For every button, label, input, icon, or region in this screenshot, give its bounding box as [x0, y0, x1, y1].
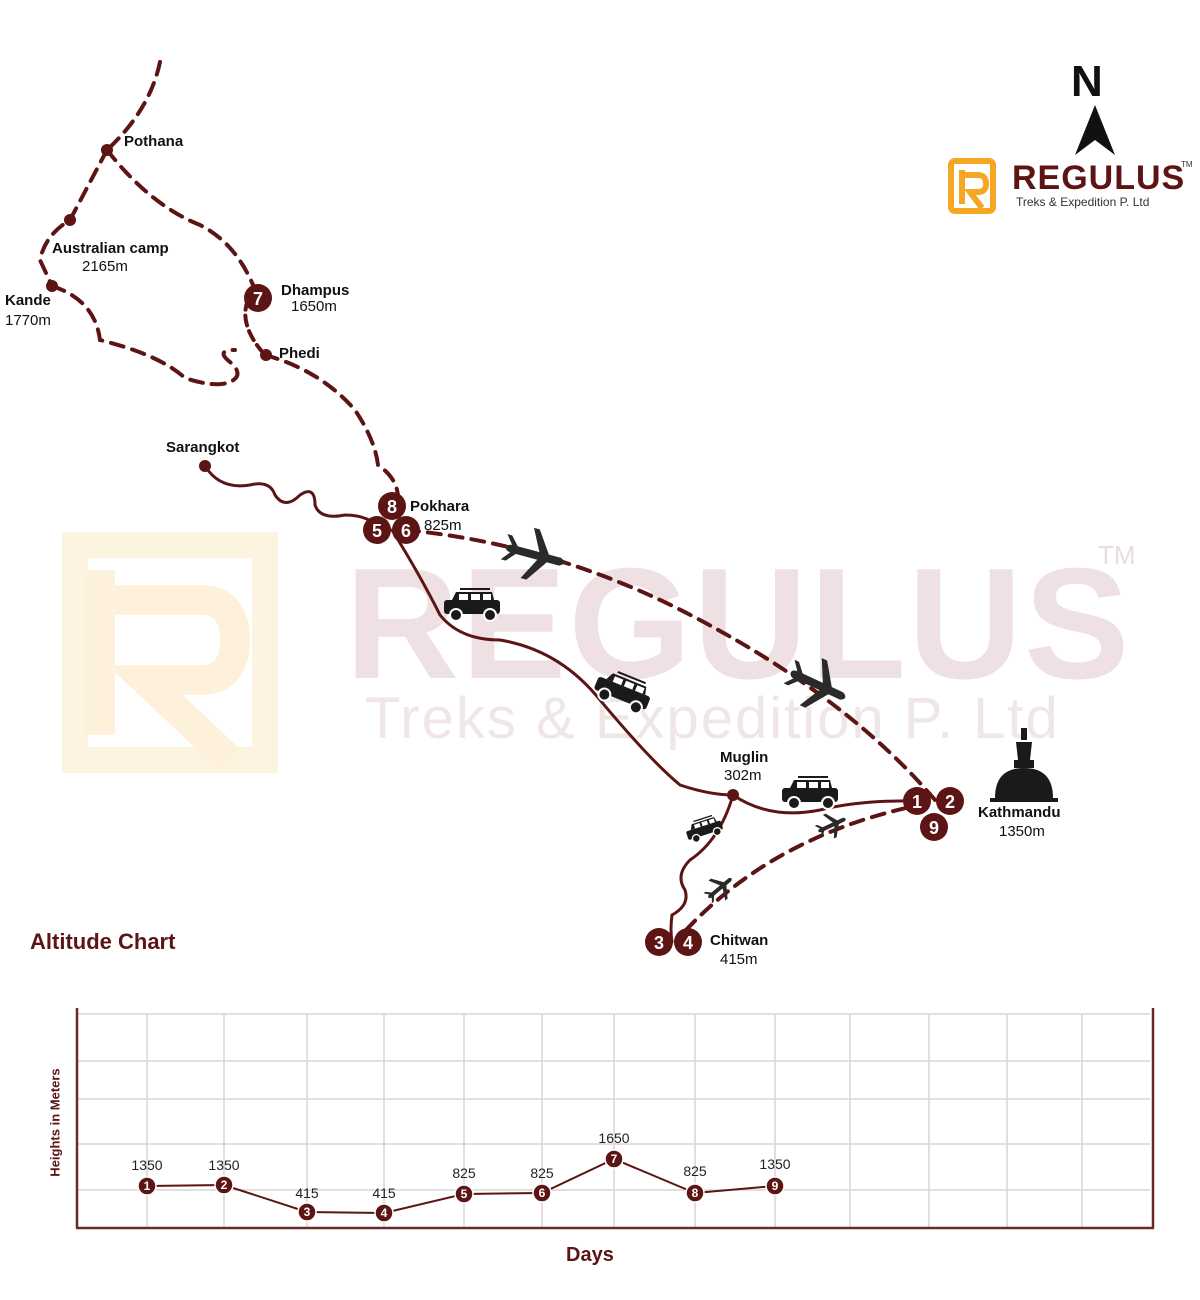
compass-north-label: N	[1071, 57, 1103, 106]
waypoint-kande	[46, 280, 58, 292]
chart-point-1: 1	[137, 1176, 157, 1196]
north-arrow-icon	[1075, 105, 1115, 155]
road-sarangkot-pokhara	[203, 464, 382, 532]
brand-logo-icon	[948, 158, 996, 214]
waypoint-muglin	[727, 789, 739, 801]
chart-value-label: 825	[530, 1165, 554, 1181]
waypoint-australian-camp	[64, 214, 76, 226]
chart-point-9: 9	[765, 1176, 785, 1196]
svg-text:4: 4	[683, 933, 693, 953]
day-marker-6: 6	[392, 516, 420, 544]
place-chitwan: Chitwan	[710, 932, 769, 949]
chart-value-label: 415	[372, 1185, 396, 1201]
day-marker-5: 5	[363, 516, 391, 544]
chart-value-label: 825	[452, 1165, 476, 1181]
place-muglin: Muglin	[720, 749, 769, 766]
brand-trademark: TM	[1181, 160, 1193, 169]
svg-text:9: 9	[929, 818, 939, 838]
altitude-chitwan: 415m	[720, 951, 758, 968]
chart-value-label: 1650	[598, 1130, 630, 1146]
road-muglin-chitwan	[669, 793, 735, 944]
watermark-subtitle: Treks & Expedition P. Ltd	[365, 686, 1060, 751]
trek-pothana-dhampus	[105, 148, 260, 300]
altitude-australian-camp: 2165m	[82, 258, 128, 275]
altitude-chart-title: Altitude Chart	[30, 929, 176, 954]
svg-text:1: 1	[912, 792, 922, 812]
brand-tagline: Treks & Expedition P. Ltd	[1016, 195, 1150, 209]
svg-text:2: 2	[221, 1178, 228, 1192]
chart-point-7: 7	[604, 1149, 624, 1169]
day-marker-2: 2	[936, 787, 964, 815]
watermark-trademark: TM	[1098, 540, 1136, 570]
road-pokhara-muglin	[390, 528, 735, 797]
place-phedi: Phedi	[279, 345, 320, 362]
svg-text:1: 1	[144, 1179, 151, 1193]
day-marker-1: 1	[903, 787, 931, 815]
svg-text:5: 5	[461, 1187, 468, 1201]
svg-text:9: 9	[772, 1179, 779, 1193]
trek-phedi-pokhara	[263, 353, 401, 505]
day-marker-8: 8	[378, 492, 406, 520]
place-kathmandu: Kathmandu	[978, 804, 1061, 821]
waypoint-pothana	[101, 144, 113, 156]
road-muglin-kathmandu	[731, 793, 919, 815]
altitude-kathmandu: 1350m	[999, 823, 1045, 840]
svg-text:7: 7	[253, 289, 263, 309]
waypoint-sarangkot	[199, 460, 211, 472]
chart-value-label: 825	[683, 1163, 707, 1179]
svg-text:4: 4	[381, 1206, 388, 1220]
place-australian-camp: Australian camp	[52, 240, 169, 257]
altitude-kande: 1770m	[5, 312, 51, 329]
chart-value-label: 1350	[208, 1157, 240, 1173]
day-marker-7: 7	[244, 284, 272, 312]
place-pothana: Pothana	[124, 133, 184, 150]
svg-text:8: 8	[692, 1186, 699, 1200]
chart-value-label: 415	[295, 1185, 319, 1201]
place-pokhara: Pokhara	[410, 498, 470, 515]
svg-text:8: 8	[387, 497, 397, 517]
svg-text:2: 2	[945, 792, 955, 812]
chart-point-3: 3	[297, 1202, 317, 1222]
svg-text:3: 3	[304, 1205, 311, 1219]
svg-text:6: 6	[401, 521, 411, 541]
svg-text:7: 7	[611, 1152, 618, 1166]
chart-value-label: 1350	[131, 1157, 163, 1173]
flight-pokhara-kathmandu	[404, 528, 937, 802]
chart-value-label: 1350	[759, 1156, 791, 1172]
brand-name: REGULUS	[1012, 159, 1186, 197]
route-map: 7 8 5 6 1 2 9 3 4	[37, 60, 1115, 956]
day-marker-9: 9	[920, 813, 948, 841]
chart-point-2: 2	[214, 1175, 234, 1195]
chart-point-4: 4	[374, 1203, 394, 1223]
altitude-pokhara: 825m	[424, 517, 462, 534]
trek-kande-loop	[50, 284, 240, 387]
altitude-dhampus: 1650m	[291, 298, 337, 315]
svg-text:3: 3	[654, 933, 664, 953]
place-sarangkot: Sarangkot	[166, 439, 240, 456]
place-kande: Kande	[5, 292, 51, 309]
watermark-title: REGULUS	[345, 536, 1132, 712]
stupa-icon	[990, 728, 1058, 802]
trek-path-north	[105, 60, 162, 152]
chart-point-6: 6	[532, 1183, 552, 1203]
chart-x-axis-label: Days	[566, 1244, 614, 1266]
chart-point-8: 8	[685, 1183, 705, 1203]
svg-text:5: 5	[372, 521, 382, 541]
flight-chitwan-kathmandu	[684, 800, 937, 932]
chart-grid	[78, 1013, 1150, 1227]
waypoint-phedi	[260, 349, 272, 361]
svg-text:6: 6	[539, 1186, 546, 1200]
place-dhampus: Dhampus	[281, 282, 350, 299]
day-marker-3: 3	[645, 928, 673, 956]
day-marker-4: 4	[674, 928, 702, 956]
altitude-muglin: 302m	[724, 767, 762, 784]
chart-point-5: 5	[454, 1184, 474, 1204]
